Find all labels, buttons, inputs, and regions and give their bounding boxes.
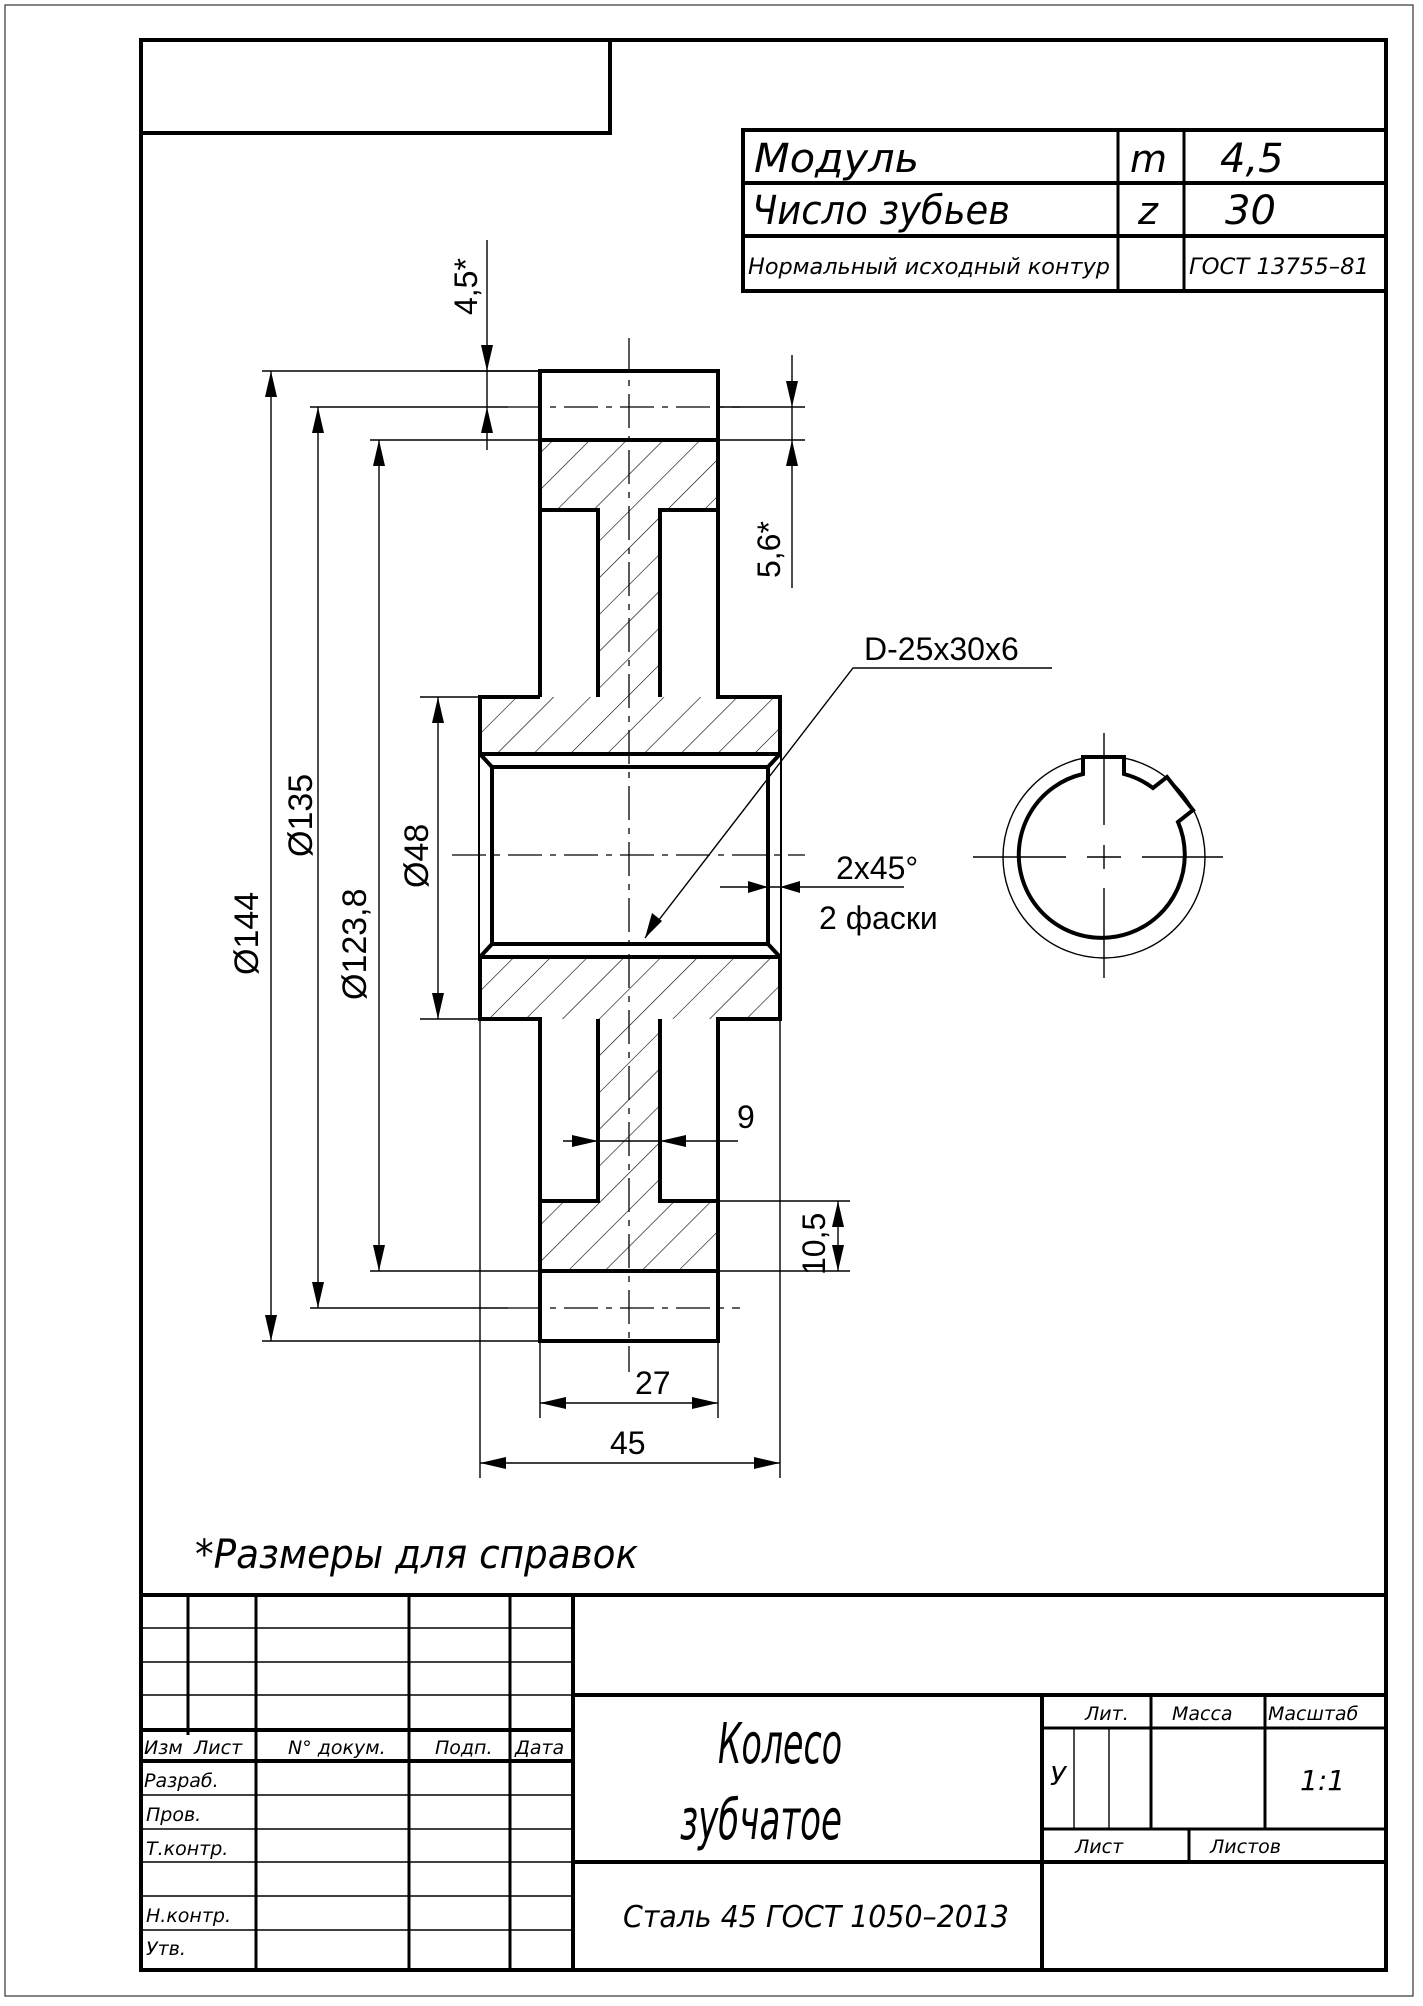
label-lit: Лит. (1084, 1703, 1129, 1725)
dim-rim-thickness: 10,5 (796, 1213, 832, 1275)
label-scale: Масштаб (1268, 1703, 1359, 1725)
param-value-teeth: 30 (1225, 188, 1276, 234)
role-tech-control: Т.контр. (146, 1838, 228, 1860)
part-name-line2: зубчатое (680, 1788, 842, 1853)
lit-value: У (1050, 1762, 1068, 1792)
reference-note: *Размеры для справок (195, 1532, 638, 1578)
spline-side-view (973, 733, 1223, 978)
param-symbol-teeth: z (1137, 189, 1159, 233)
role-norm-control: Н.контр. (146, 1905, 231, 1927)
dim-dedendum: 5,6* (751, 521, 787, 578)
dim-hub-diameter: Ø48 (398, 824, 436, 888)
trim-border (4, 4, 1414, 1997)
drawing-frame (139, 38, 1388, 1972)
dim-chamfer: 2x45° (836, 850, 918, 886)
header-list: Лист (193, 1737, 243, 1759)
param-symbol-module: m (1130, 137, 1167, 181)
dimensions-layer: Ø144 Ø135 Ø123,8 Ø48 4,5* 5,6* 9 (228, 240, 1052, 1478)
dim-chamfer-note: 2 фаски (819, 900, 938, 936)
dim-rim-root-diameter: Ø123,8 (336, 888, 374, 1000)
label-sheet: Лист (1074, 1836, 1124, 1858)
gear-section-view (452, 338, 805, 1372)
label-mass: Масса (1172, 1703, 1233, 1725)
spline-designation: D-25x30x6 (864, 631, 1019, 667)
param-value-module: 4,5 (1220, 136, 1284, 182)
dim-web-thickness: 9 (737, 1099, 755, 1135)
param-name-module: Модуль (754, 136, 919, 182)
dim-addendum: 4,5* (448, 258, 484, 315)
dim-rim-width: 27 (635, 1365, 671, 1401)
param-name-teeth: Число зубьев (752, 188, 1010, 234)
part-name-line1: Колесо (718, 1712, 842, 1777)
header-izm: Изм (144, 1737, 183, 1759)
dim-pitch-diameter: Ø135 (282, 774, 320, 857)
header-sign: Подп. (435, 1737, 493, 1759)
scale-value: 1:1 (1300, 1764, 1345, 1797)
role-developed: Разраб. (144, 1770, 219, 1792)
role-approved: Утв. (146, 1938, 186, 1960)
title-block: Изм Лист N° докум. Подп. Дата Разраб. Пр… (141, 1593, 1386, 1970)
header-date: Дата (514, 1737, 564, 1759)
label-sheets: Листов (1209, 1836, 1281, 1858)
role-checked: Пров. (146, 1804, 201, 1826)
dim-hub-width: 45 (610, 1425, 646, 1461)
param-name-profile: Нормальный исходный контур (748, 255, 1110, 280)
gear-parameter-table: Модуль m 4,5 Число зубьев z 30 Нормальны… (741, 128, 1388, 293)
param-value-profile: ГОСТ 13755–81 (1189, 255, 1369, 280)
header-doc-no: N° докум. (288, 1737, 386, 1759)
doc-number-box (141, 40, 612, 135)
dim-tip-diameter: Ø144 (228, 892, 266, 975)
material-designation: Сталь 45 ГОСТ 1050–2013 (623, 1900, 1009, 1935)
